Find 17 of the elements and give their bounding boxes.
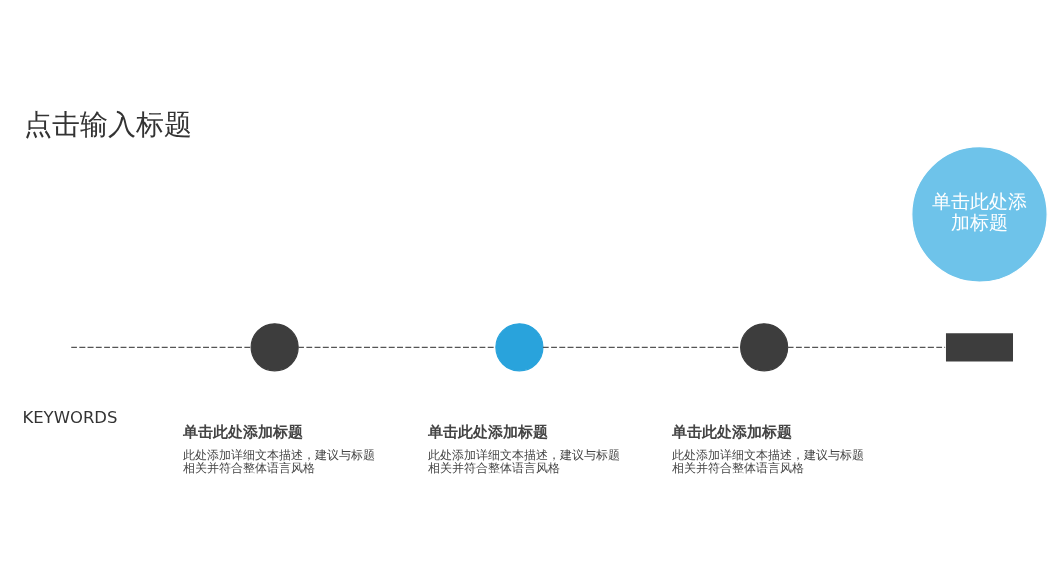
node-circle <box>740 322 789 371</box>
node-circle <box>495 322 544 371</box>
node-box <box>944 331 1015 363</box>
node-circle <box>250 322 299 371</box>
connector <box>297 346 497 348</box>
connector <box>542 346 741 348</box>
diagram-title: 点击输入标题 <box>23 107 192 141</box>
node-label: 单击此处添加标题 <box>427 422 548 441</box>
connector <box>70 346 252 348</box>
node-circle: 单击此处添加标题 <box>911 145 1048 283</box>
node-label: 单击此处添加标题 <box>182 422 303 441</box>
label: KEYWORDS <box>22 407 118 427</box>
node-label: 此处添加详细文本描述，建议与标题相关并符合整体语言风格 <box>672 447 865 475</box>
connector <box>787 346 946 348</box>
node-label: 单击此处添加标题 <box>672 422 793 441</box>
node-label: 此处添加详细文本描述，建议与标题相关并符合整体语言风格 <box>182 447 375 475</box>
node-label: 此处添加详细文本描述，建议与标题相关并符合整体语言风格 <box>427 447 620 475</box>
